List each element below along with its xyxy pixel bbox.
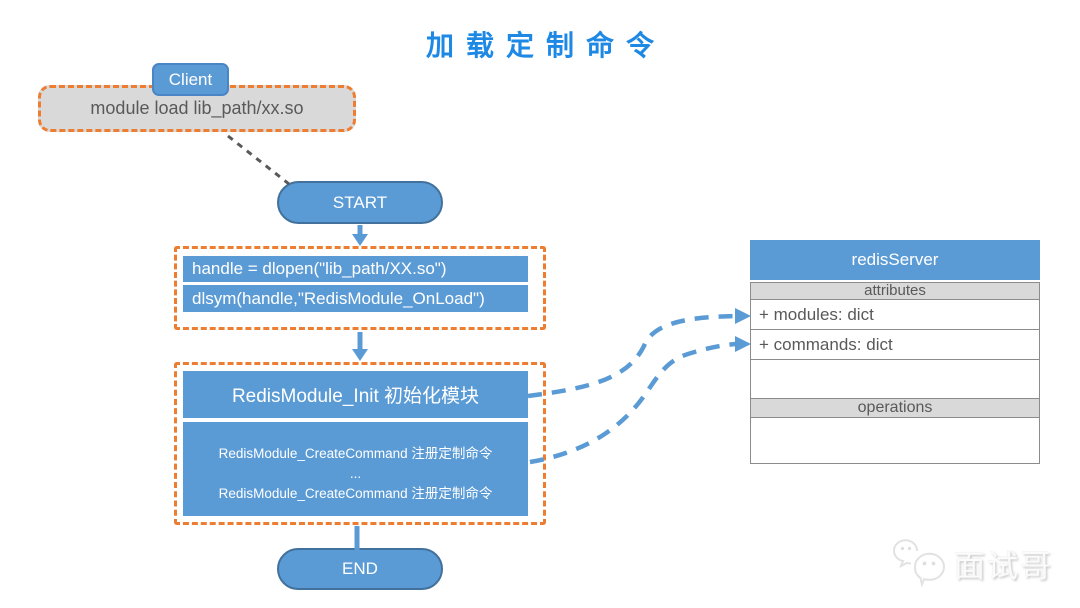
operations-header: operations [750,398,1040,418]
step-create-command-2: RedisModule_CreateCommand 注册定制命令 [218,485,493,501]
operations-empty-row [750,417,1040,464]
client-badge: Client [152,63,229,96]
attribute-commands-label: + commands: dict [759,334,893,354]
attribute-modules-label: + modules: dict [759,304,874,324]
start-node-label: START [332,192,388,212]
page-title: 加载定制命令 [425,30,666,61]
commands-link-arrow [529,341,737,465]
attribute-row-commands: + commands: dict [750,329,1040,360]
watermark: 面试哥 [892,538,1053,588]
end-node-label: END [342,559,378,578]
redis-server-class: redisServer attributes + modules: dict +… [750,240,1040,464]
create-command-ellipsis: ... [349,465,362,481]
step-module-init-label: RedisModule_Init 初始化模块 [231,386,480,407]
client-badge-label: Client [168,69,213,89]
step-module-init: RedisModule_Init 初始化模块 [183,371,528,418]
end-node: END [277,548,443,590]
flow-arrowhead-mid [352,349,368,361]
step-dlsym-label: dlsym(handle,"RedisModule_OnLoad") [192,288,485,308]
class-title: redisServer [750,240,1040,280]
step-dlopen-label: handle = dlopen("lib_path/XX.so") [192,259,447,278]
flow-arrowhead-start [352,234,368,246]
watermark-text: 面试哥 [954,548,1053,584]
client-command-text: module load lib_path/xx.so [90,98,304,118]
create-command-block: RedisModule_CreateCommand 注册定制命令 ... Red… [183,422,528,516]
step-create-command-1: RedisModule_CreateCommand 注册定制命令 [218,445,493,461]
wechat-icon [893,539,945,588]
commands-link-arrowhead [735,336,751,352]
step-dlsym: dlsym(handle,"RedisModule_OnLoad") [183,285,528,312]
attributes-empty-row [750,359,1040,399]
modules-link-arrowhead [735,308,751,324]
start-node: START [277,181,443,224]
client-start-connector [227,134,290,186]
dlopen-dlsym-group [174,246,546,330]
class-title-label: redisServer [851,250,939,269]
attribute-row-modules: + modules: dict [750,299,1040,330]
attributes-header: attributes [750,282,1040,300]
step-dlopen: handle = dlopen("lib_path/XX.so") [183,256,528,282]
modules-link-arrow [527,313,737,399]
